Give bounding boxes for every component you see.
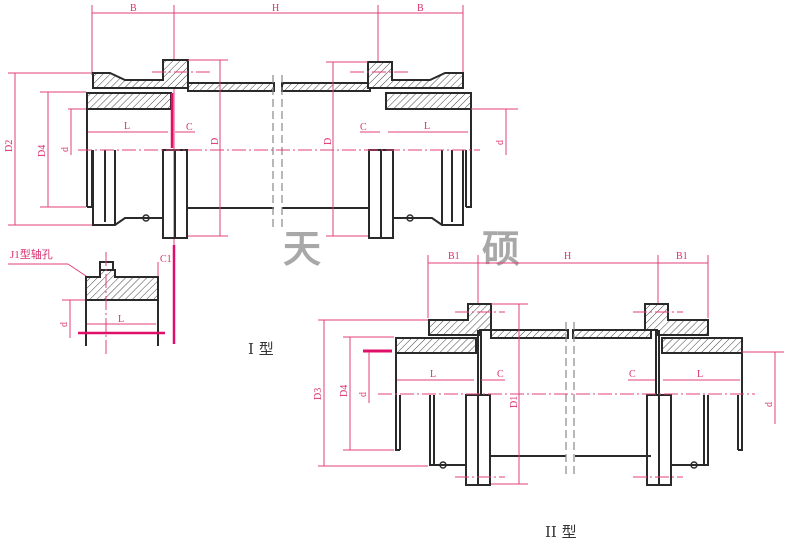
dim-D2: D2 <box>4 140 15 152</box>
dim-L-right: L <box>424 121 430 132</box>
type1-caption: I 型 <box>248 340 274 358</box>
t2-dim-B1-right: B1 <box>676 251 688 262</box>
dim-C-right: C <box>360 122 367 133</box>
dim-d-right: d <box>495 140 506 145</box>
t2-dim-C-left: C <box>497 369 504 380</box>
dim-D-left: D <box>210 138 221 145</box>
t2-dim-L-left: L <box>430 369 436 380</box>
type1-assembly: B H B D2 <box>4 3 518 245</box>
watermark-left: 天 <box>283 227 321 271</box>
t2-dim-D3: D3 <box>313 388 324 400</box>
type2-assembly: B1 H B1 D3 <box>313 251 784 541</box>
t2-dim-d-right: d <box>764 402 775 407</box>
j1-dim-L: L <box>118 314 124 325</box>
t2-dim-d-left: d <box>358 392 369 397</box>
j1-title: J1型轴孔 <box>10 247 53 261</box>
dim-B-right: B <box>417 3 424 14</box>
watermark-right: 硕 <box>482 227 520 271</box>
j1-dim-C1: C1 <box>160 254 172 265</box>
t2-dim-D4: D4 <box>339 385 350 397</box>
dim-H: H <box>272 3 279 14</box>
dim-L-left: L <box>124 121 130 132</box>
t2-dim-D1: D1 <box>509 396 520 408</box>
j1-dim-d: d <box>59 322 70 327</box>
dim-B-left: B <box>130 3 137 14</box>
watermark: 天 硕 <box>283 227 520 271</box>
t2-dim-L-right: L <box>697 369 703 380</box>
t2-dim-H: H <box>564 251 571 262</box>
type1-j1-detail: J1型轴孔 L d C1 I 型 <box>8 245 274 358</box>
t2-dim-B1-left: B1 <box>448 251 460 262</box>
t2-dim-C-right: C <box>629 369 636 380</box>
dim-d-left: d <box>60 147 71 152</box>
dim-D4: D4 <box>37 145 48 157</box>
dim-C-left: C <box>186 122 193 133</box>
dim-D-right: D <box>323 138 334 145</box>
type2-caption: II 型 <box>545 523 577 541</box>
